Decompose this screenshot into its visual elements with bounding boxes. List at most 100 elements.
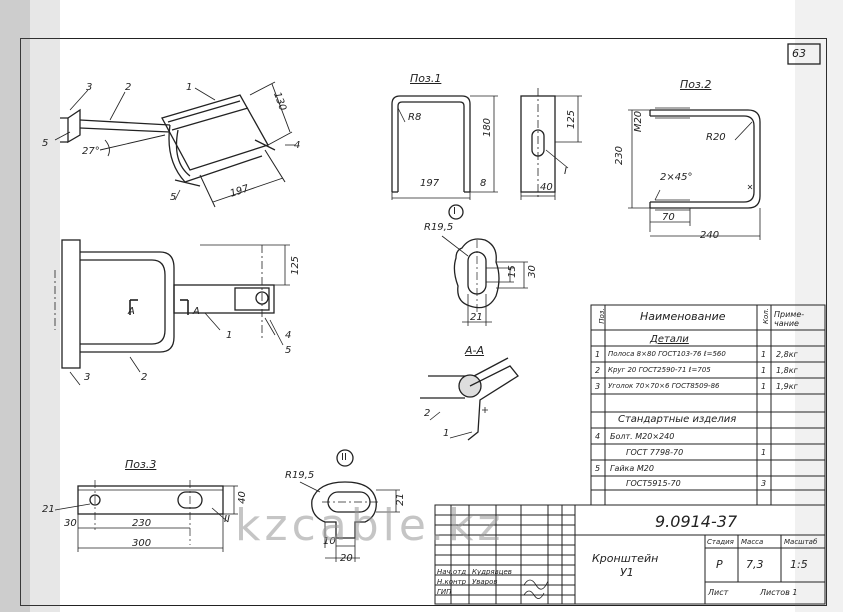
callout-5-front: 5 [285, 345, 292, 356]
spec-row-3-name: Уголок 70×70×6 ГОСТ8509-86 [608, 382, 720, 390]
pos1-title: Поз.1 [410, 72, 442, 85]
spec-section-details: Детали [650, 334, 689, 345]
dim-v1-15: 15 [506, 265, 518, 278]
stage-header: Стадия [707, 538, 734, 546]
pos3-title: Поз.3 [125, 458, 157, 471]
spec-header-name: Наименование [640, 310, 726, 323]
spec-row-7-qty: 3 [761, 479, 767, 488]
spec-row-4-name: Болт. М20×240 [610, 432, 675, 441]
callout-1-section: 1 [443, 428, 450, 439]
drawing-subtitle: У1 [620, 566, 634, 579]
front-assembly-view [54, 239, 290, 386]
section-mark-right: А [193, 306, 200, 317]
dim-p1-40: 40 [540, 182, 553, 193]
name-1: Кудрявцев [472, 568, 512, 576]
callout-2-section: 2 [424, 408, 431, 419]
dim-p1-8: 8 [480, 178, 487, 189]
spec-row-5-qty: 1 [761, 448, 767, 457]
dim-p3-230: 230 [132, 518, 152, 529]
dim-p3-300: 300 [132, 538, 152, 549]
dim-iso-angle: 27° [82, 146, 100, 157]
role-1: Нач.отд [437, 568, 467, 576]
mass-value: 7,3 [746, 558, 764, 571]
dim-p2-240: 240 [700, 230, 720, 241]
scale-value: 1:5 [790, 558, 808, 571]
watermark: kzcable.kz [235, 500, 505, 551]
spec-row-1-note: 2,8кг [776, 350, 798, 359]
spec-header-qty: Кол. [761, 308, 770, 324]
spec-row-5-name: ГОСТ 7798-70 [626, 448, 684, 457]
view-II-label: II [341, 452, 347, 463]
dim-p2-chamfer: 2×45° [660, 172, 693, 183]
dim-p2-m20: M20 [633, 110, 645, 133]
spec-row-2-pos: 2 [595, 366, 601, 375]
spec-table-lines [590, 304, 826, 506]
title-block-lines [434, 504, 826, 605]
dim-p2-70: 70 [662, 212, 675, 223]
dim-v1-21: 21 [470, 312, 483, 323]
mass-header: Масса [741, 538, 764, 546]
callout-5-iso: 5 [42, 138, 49, 149]
dim-p1-180: 180 [482, 117, 494, 138]
dim-p2-230: 230 [614, 145, 626, 166]
dim-v1-30: 30 [526, 265, 538, 278]
spec-row-3-qty: 1 [761, 382, 767, 391]
role-2: Н.контр [437, 578, 467, 586]
dim-v2-20: 20 [340, 553, 353, 564]
spec-row-2-qty: 1 [761, 366, 767, 375]
sheets-count: Листов 1 [760, 588, 798, 597]
doc-code: 9.0914-37 [655, 512, 738, 531]
callout-4-front: 4 [285, 330, 292, 341]
callout-4-iso: 4 [294, 140, 301, 151]
spec-row-2-note: 1,8кг [776, 366, 798, 375]
iso-assembly-view [54, 81, 295, 208]
section-mark-left: А [128, 306, 135, 317]
callout-3-front: 3 [84, 372, 91, 383]
spec-row-1-pos: 1 [595, 350, 601, 359]
view-II-detail [299, 449, 400, 562]
dim-p1-125: 125 [566, 109, 578, 130]
pos1-views [391, 88, 582, 200]
scale-header: Масштаб [784, 538, 818, 546]
callout-2-front: 2 [141, 372, 148, 383]
callout-2-iso: 2 [125, 82, 132, 93]
spec-row-2-name: Круг 20 ГОСТ2590-71 ℓ=705 [608, 366, 711, 374]
callout-1-front: 1 [226, 330, 233, 341]
dim-v1-radius: R19,5 [424, 222, 454, 233]
dim-p2-r20: R20 [706, 132, 726, 143]
dim-v2-radius: R19,5 [285, 470, 315, 481]
spec-row-1-name: Полоса 8×80 ГОСТ103-76 ℓ=560 [608, 350, 726, 358]
dim-p1-r8: R8 [408, 112, 422, 123]
spec-row-6-name: Гайка М20 [610, 464, 654, 473]
dim-front-125: 125 [290, 255, 302, 276]
view-I-detail [441, 204, 528, 326]
callout-3-iso: 3 [86, 82, 93, 93]
dim-v2-10: 10 [323, 536, 336, 547]
spec-row-4-pos: 4 [595, 432, 601, 441]
stage-value: Р [716, 558, 723, 571]
dim-p1-197: 197 [420, 178, 440, 189]
dim-p3-30: 30 [64, 518, 77, 529]
name-2: Уваров [472, 578, 498, 586]
spec-row-3-pos: 3 [595, 382, 601, 391]
spec-header-pos: Поз. [597, 308, 606, 324]
spec-section-std: Стандартные изделия [618, 414, 737, 425]
dim-p3-21: 21 [42, 504, 55, 515]
spec-row-3-note: 1,9кг [776, 382, 798, 391]
role-3: ГИП [437, 588, 452, 596]
view-I-label: I [453, 206, 456, 217]
spec-row-1-qty: 1 [761, 350, 767, 359]
sheet-label: Лист [708, 588, 729, 597]
callout-1-iso: 1 [186, 82, 193, 93]
view-I-ref: I [564, 166, 567, 177]
section-a-a [420, 357, 519, 441]
pos3-view [54, 480, 238, 552]
spec-row-7-name: ГОСТ5915-70 [626, 479, 681, 488]
drawing-title: Кронштейн [592, 552, 659, 565]
sheet-number: 63 [792, 47, 806, 60]
callout-5-iso-b: 5 [170, 192, 177, 203]
pos2-view [628, 107, 761, 240]
spec-header-note: Приме-чание [774, 310, 805, 328]
